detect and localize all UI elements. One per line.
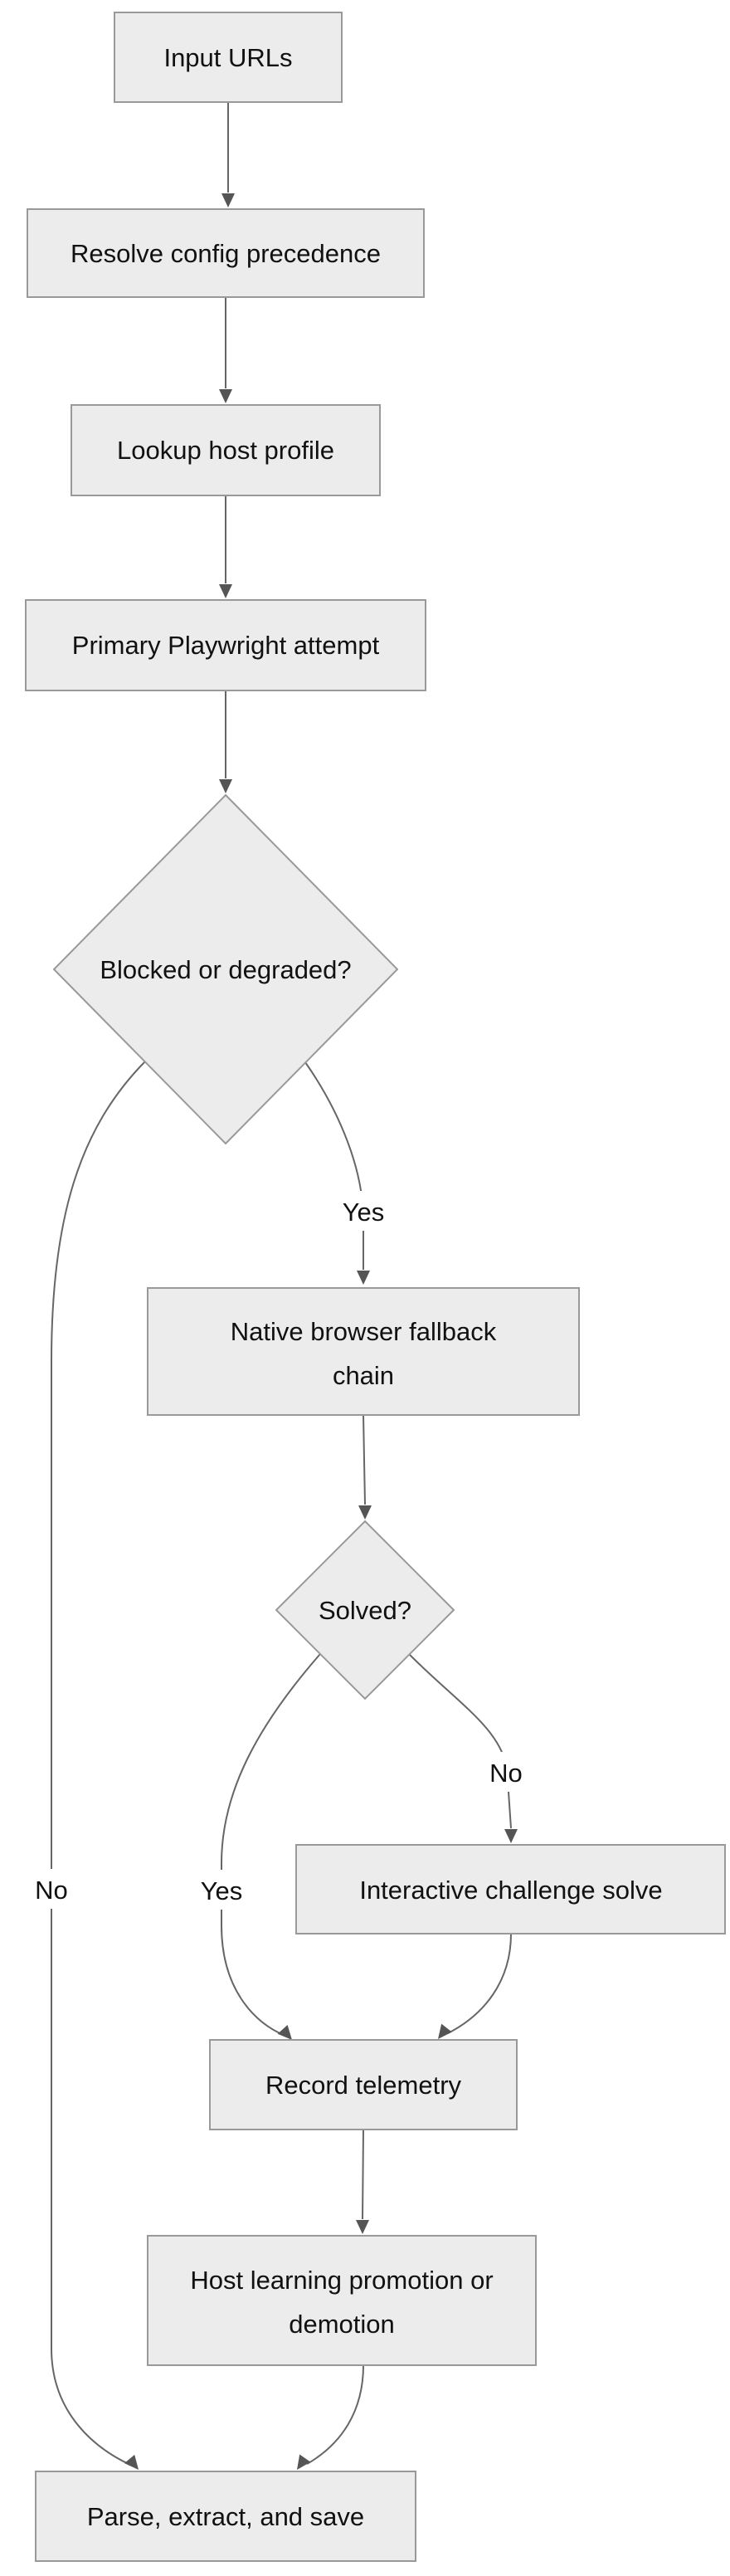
node-solved-label: Solved? [319, 1596, 411, 1625]
arrowhead-host-to-parse [297, 2454, 311, 2470]
edge-blocked-yes-to-fallback [304, 1061, 364, 1270]
edge-label-blocked-yes: Yes [334, 1191, 392, 1231]
arrowhead-blocked-yes-to-fallback [357, 1271, 370, 1285]
node-lookup-host: Lookup host profile [71, 404, 381, 496]
node-blocked-degraded-label: Blocked or degraded? [100, 955, 351, 984]
edge-solved-yes-to-record [221, 1653, 321, 2037]
node-native-fallback: Native browser fallback chain [147, 1287, 580, 1416]
edges [51, 102, 518, 2470]
arrowhead-interactive-to-record [438, 2023, 452, 2039]
edge-label-text-no: No [35, 1876, 68, 1905]
edge-label-solved-yes: Yes [192, 1870, 251, 1910]
node-host-learning-label-line2: demotion [289, 2310, 395, 2339]
arrowhead-blocked-no-to-parse [124, 2454, 139, 2470]
node-host-learning: Host learning promotion or demotion [147, 2235, 537, 2366]
node-solved: Solved? [275, 1520, 455, 1700]
node-primary-attempt-label: Primary Playwright attempt [72, 631, 380, 660]
node-parse-save-box [35, 2471, 416, 2562]
edge-interactive-to-record [447, 1933, 512, 2034]
node-host-learning-label-line1: Host learning promotion or [190, 2266, 493, 2295]
node-native-fallback-label-line2: chain [333, 1361, 394, 1390]
edge-label-halo [28, 1869, 75, 1909]
arrowhead-solved-yes-to-record [277, 2025, 292, 2040]
node-record-telemetry-label: Record telemetry [265, 2071, 462, 2100]
edge-blocked-no-to-parse [51, 1061, 146, 2465]
edge-fallback-to-solved [363, 1414, 366, 1505]
edge-label-halo [192, 1870, 251, 1910]
node-input-urls: Input URLs [114, 12, 343, 103]
node-native-fallback-box [147, 1287, 580, 1416]
node-lookup-host-box [71, 404, 381, 496]
edge-labels: Yes No Yes No [28, 1191, 529, 1910]
node-blocked-degraded-diamond [52, 793, 399, 1145]
node-resolve-config: Resolve config precedence [27, 208, 425, 298]
arrowhead-record-to-host [356, 2220, 369, 2234]
node-primary-attempt: Primary Playwright attempt [25, 599, 426, 691]
arrowhead-primary-to-blocked [219, 779, 232, 793]
node-interactive-solve-label: Interactive challenge solve [359, 1876, 662, 1905]
node-resolve-config-box [27, 208, 425, 298]
node-parse-save-label: Parse, extract, and save [87, 2502, 364, 2531]
arrowhead-resolve-to-lookup [219, 389, 232, 403]
edge-solved-no-to-interactive [409, 1654, 512, 1829]
node-interactive-solve-box [295, 1844, 726, 1934]
node-blocked-degraded: Blocked or degraded? [52, 793, 399, 1145]
edge-label-text-yes: Yes [343, 1198, 385, 1227]
node-input-urls-box [114, 12, 343, 103]
node-primary-attempt-box [25, 599, 426, 691]
node-resolve-config-label: Resolve config precedence [71, 239, 381, 268]
edge-label-solved-no: No [483, 1752, 529, 1792]
node-input-urls-label: Input URLs [163, 43, 292, 72]
node-lookup-host-label: Lookup host profile [117, 436, 334, 465]
edge-label-halo [334, 1191, 392, 1231]
node-host-learning-box [147, 2235, 537, 2366]
node-parse-save: Parse, extract, and save [35, 2471, 416, 2562]
arrowhead-lookup-to-primary [219, 584, 232, 598]
node-record-telemetry-box [209, 2039, 518, 2130]
node-solved-diamond [275, 1520, 455, 1700]
edge-label-text-no: No [489, 1759, 523, 1788]
edge-label-blocked-no: No [28, 1869, 75, 1909]
node-interactive-solve: Interactive challenge solve [295, 1844, 726, 1934]
edge-label-text-yes: Yes [201, 1876, 243, 1905]
arrowhead-fallback-to-solved [358, 1505, 372, 1520]
edge-host-to-parse [306, 2364, 364, 2465]
node-record-telemetry: Record telemetry [209, 2039, 518, 2130]
edge-label-halo [483, 1752, 529, 1792]
arrowhead-input-to-resolve [221, 193, 235, 207]
arrowhead-solved-no-to-interactive [504, 1829, 518, 1843]
node-native-fallback-label-line1: Native browser fallback [231, 1317, 497, 1346]
